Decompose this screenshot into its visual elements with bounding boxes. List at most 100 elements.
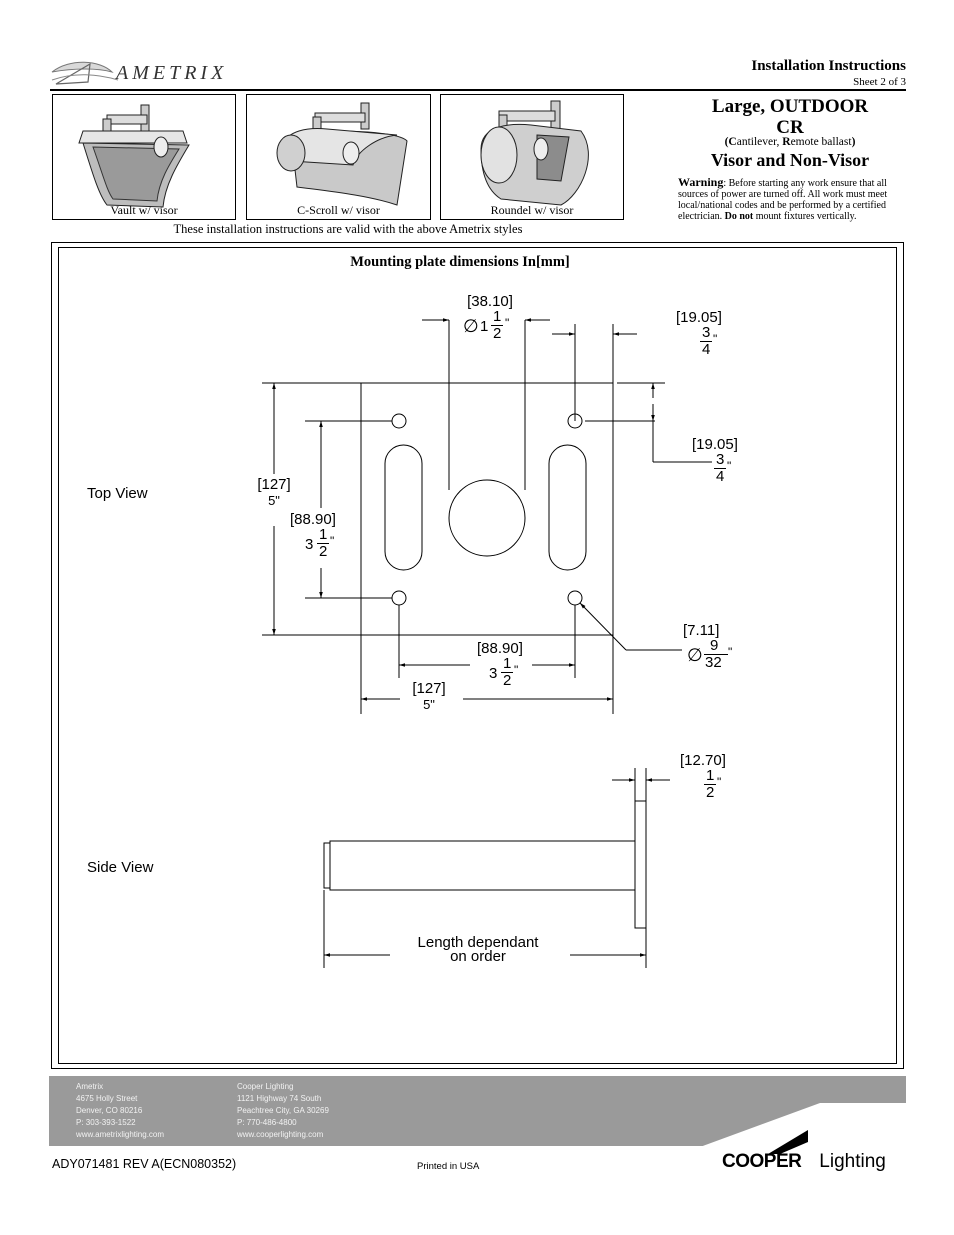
dim-bolt-hole-den: 32 xyxy=(705,654,722,671)
cooper-brand-light: Lighting xyxy=(814,1151,886,1172)
warning-emphasis: Do not xyxy=(724,211,754,222)
side-view-plate xyxy=(634,800,647,929)
product-title-line-1: Large, OUTDOOR xyxy=(711,96,869,117)
ametrix-street: 4675 Holly Street xyxy=(76,1094,138,1103)
remote-rest: emote ballast xyxy=(790,136,852,148)
length-note-line-2: on order xyxy=(450,948,506,965)
product-title-line-2: CR xyxy=(776,117,804,138)
inch-mark: " xyxy=(717,775,722,789)
inch-mark: " xyxy=(505,316,510,330)
plate-outline xyxy=(360,382,614,636)
ametrix-swoosh-icon xyxy=(51,61,119,85)
dim-hole-span-h-mm: [88.90] xyxy=(477,640,523,657)
right-slot xyxy=(548,444,587,571)
bolt-hole-top-left xyxy=(391,413,407,429)
style-caption-c-scroll: C-Scroll w/ visor xyxy=(297,203,380,217)
sheet-number: Sheet 2 of 3 xyxy=(853,76,906,88)
dim-hole-span-h-den: 2 xyxy=(503,672,512,689)
paren-close: ) xyxy=(851,136,856,148)
side-view-tube-end xyxy=(323,842,331,889)
style-roundel: Roundel w/ visor xyxy=(440,94,624,220)
ametrix-logo: AMETRIX xyxy=(50,58,223,90)
paren-open: ( xyxy=(724,136,729,148)
dim-center-hole-mm: [38.10] xyxy=(467,293,513,310)
printed-in: Printed in USA xyxy=(417,1161,480,1172)
style-caption-roundel: Roundel w/ visor xyxy=(490,203,574,217)
cooper-company: Cooper Lighting xyxy=(237,1082,294,1091)
bolt-hole-bottom-right xyxy=(567,590,583,606)
cooper-street: 1121 Highway 74 South xyxy=(237,1094,322,1103)
cooper-website[interactable]: www.cooperlighting.com xyxy=(237,1130,324,1139)
dim-edge-offset-y-den: 4 xyxy=(716,468,725,485)
inch-mark: " xyxy=(727,459,732,473)
cooper-brand-bold: COOPER xyxy=(722,1151,802,1172)
dim-edge-offset-y-mm: [19.05] xyxy=(692,436,738,453)
warning-note: Warning: Before starting any work ensure… xyxy=(678,175,904,222)
inch-mark: " xyxy=(514,663,519,677)
dim-edge-offset-y-num: 3 xyxy=(716,451,725,468)
dim-plate-thickness-num: 1 xyxy=(706,767,715,784)
side-view-label: Side View xyxy=(87,859,154,876)
side-view-tube xyxy=(329,840,636,891)
dim-center-hole: [38.10] ∅ 1 1 2 " xyxy=(455,293,525,346)
dim-hole-span-h-whole: 3 xyxy=(489,665,498,682)
dim-plate-width: [127] 5" xyxy=(403,680,455,712)
length-note-line-1: Length dependant xyxy=(417,934,539,951)
ametrix-city: Denver, CO 80216 xyxy=(76,1106,143,1115)
cantilever-rest: antilever, xyxy=(736,136,783,148)
dim-hole-span-v-num: 1 xyxy=(319,526,328,543)
dim-edge-offset-x-num: 3 xyxy=(702,324,711,341)
header-rule xyxy=(50,89,906,91)
document-title: Installation Instructions xyxy=(751,58,906,74)
drawing-title: Mounting plate dimensions In[mm] xyxy=(350,254,570,270)
product-title: Large, OUTDOOR CR xyxy=(680,96,900,138)
dim-center-hole-den: 2 xyxy=(493,325,502,342)
cooper-flag-icon xyxy=(768,1130,808,1154)
dim-edge-offset-y: [19.05] 3 4 " xyxy=(692,436,762,487)
inch-mark: " xyxy=(728,645,733,659)
style-c-scroll: C-Scroll w/ visor xyxy=(246,94,431,220)
left-slot xyxy=(384,444,423,571)
cooper-address: Cooper Lighting 1121 Highway 74 South Pe… xyxy=(237,1081,329,1141)
inch-mark: " xyxy=(713,332,718,346)
dim-hole-span-v-den: 2 xyxy=(319,543,328,560)
dim-plate-thickness-mm: [12.70] xyxy=(680,752,726,769)
length-note: Length dependant on order xyxy=(388,934,568,965)
document-number: ADY071481 REV A(ECN080352) xyxy=(52,1157,237,1171)
product-variant: Visor and Non-Visor xyxy=(710,150,870,170)
ametrix-phone: P: 303-393-1522 xyxy=(76,1118,136,1127)
dim-hole-span-h: [88.90] 3 1 2 " xyxy=(477,640,541,691)
drawing-frame-inner xyxy=(58,247,897,1064)
dim-hole-span-v-mm: [88.90] xyxy=(290,511,336,528)
drawing-frame-outer xyxy=(51,242,904,1069)
diameter-icon: ∅ xyxy=(463,316,479,336)
warning-label: Warning xyxy=(678,175,724,189)
dim-center-hole-num: 1 xyxy=(493,308,502,325)
cooper-phone: P: 770-486-4800 xyxy=(237,1118,297,1127)
center-hole xyxy=(448,479,526,557)
footer-slant xyxy=(700,1103,906,1147)
ametrix-company: Ametrix xyxy=(76,1082,104,1091)
diameter-icon: ∅ xyxy=(687,645,703,665)
dim-plate-thickness: [12.70] 1 2 " xyxy=(680,752,744,803)
dim-plate-width-mm: [127] xyxy=(412,680,446,697)
dim-hole-span-h-num: 1 xyxy=(503,655,512,672)
cooper-lighting-logo: COOPER Lighting xyxy=(722,1124,906,1174)
dim-plate-height: [127] 5" xyxy=(248,476,300,508)
cantilever-initial: C xyxy=(728,136,737,148)
dim-plate-height-mm: [127] xyxy=(257,476,291,493)
dim-edge-offset-x-den: 4 xyxy=(702,341,711,358)
dim-bolt-hole-num: 9 xyxy=(710,637,719,654)
dim-hole-span-v: [88.90] 3 1 2 " xyxy=(290,511,354,562)
dim-edge-offset-x: [19.05] 3 4 " xyxy=(676,309,746,360)
roundel-fixture-icon xyxy=(480,100,589,206)
dim-plate-height-in: 5" xyxy=(268,493,280,508)
style-vault: Vault w/ visor xyxy=(52,94,236,220)
vault-fixture-icon xyxy=(78,104,190,208)
product-subtitle: (Cantilever, Remote ballast) xyxy=(680,136,900,148)
dim-bolt-hole-mm: [7.11] xyxy=(683,622,720,639)
warning-text: : Before starting any work ensure that a… xyxy=(678,178,888,222)
ametrix-website[interactable]: www.ametrixlighting.com xyxy=(76,1130,165,1139)
warning-tail: mount fixtures vertically. xyxy=(753,211,857,222)
